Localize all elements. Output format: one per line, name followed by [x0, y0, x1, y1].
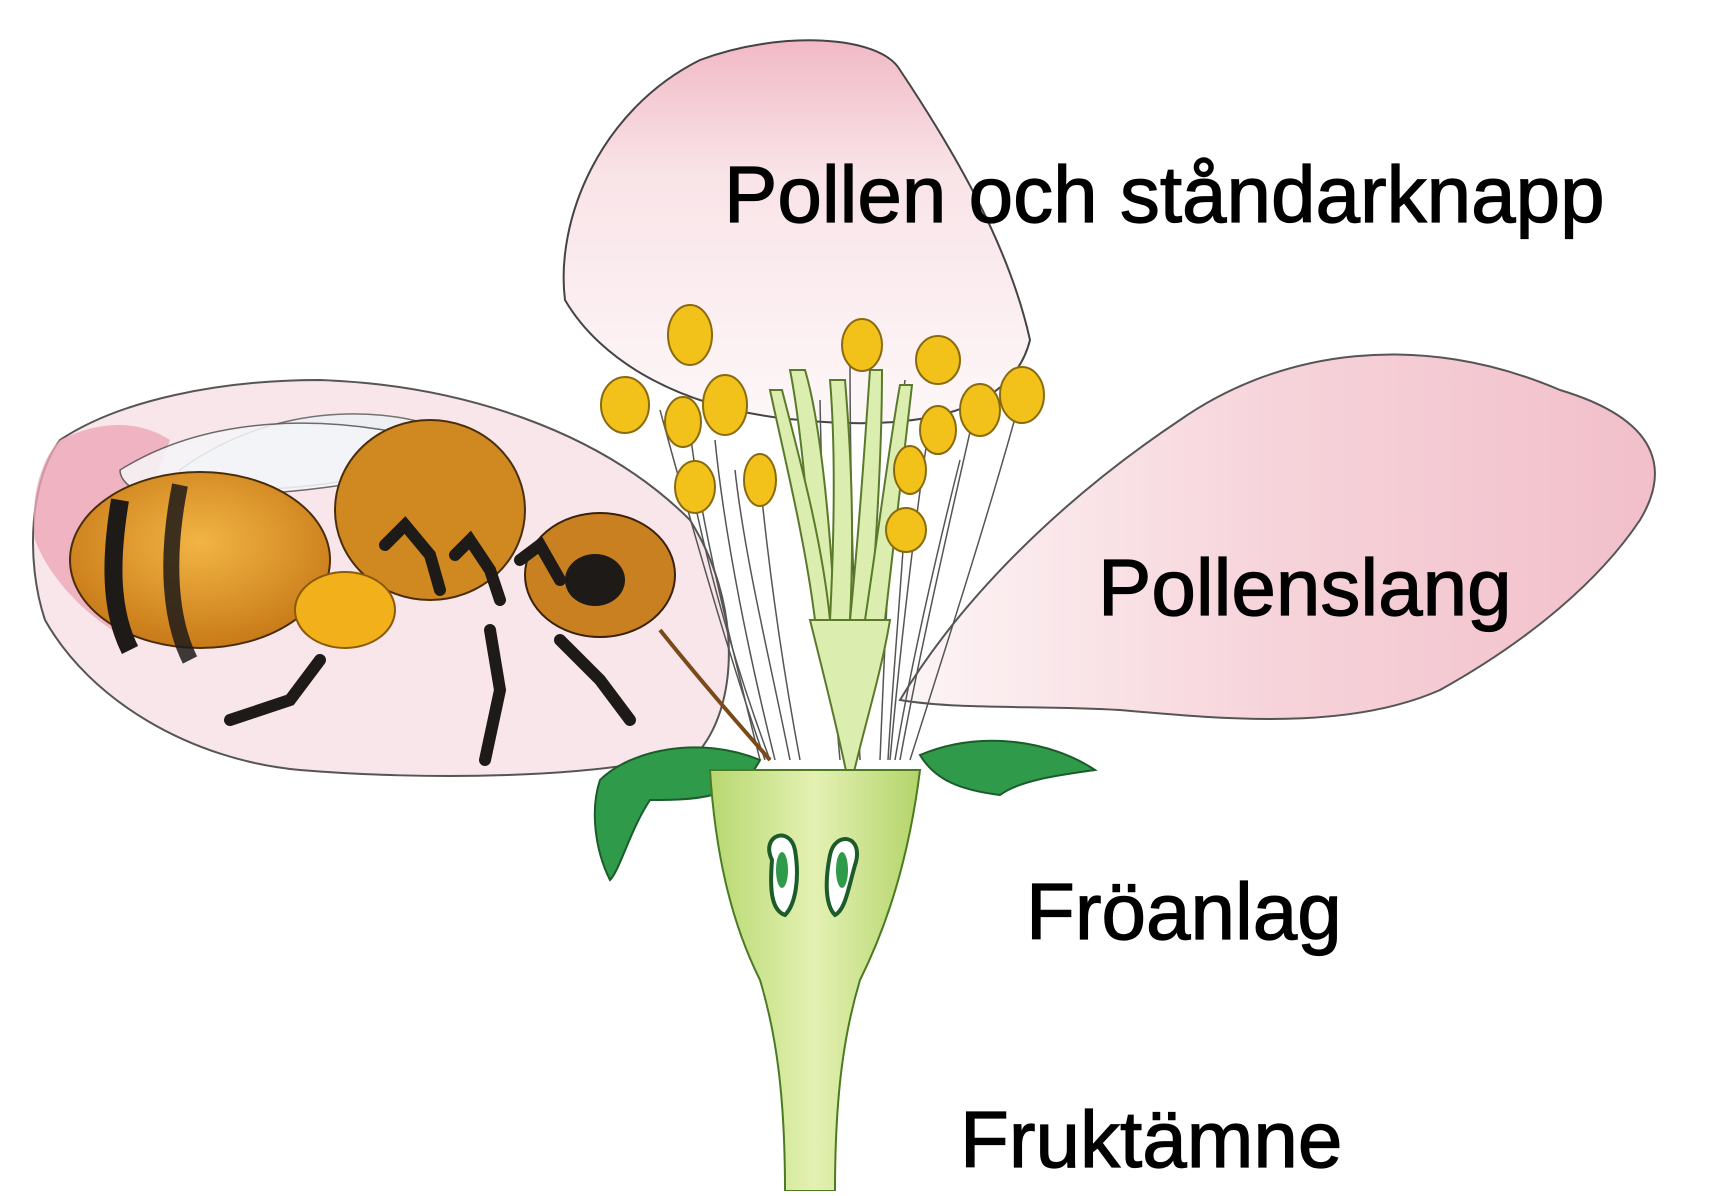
- label-ovule: Fröanlag: [1026, 872, 1342, 952]
- label-ovary: Fruktämne: [960, 1100, 1342, 1180]
- stem: [710, 770, 920, 1191]
- label-pollen-tube: Pollenslang: [1098, 548, 1512, 628]
- label-pollen-anther: Pollen och ståndarknapp: [724, 155, 1605, 235]
